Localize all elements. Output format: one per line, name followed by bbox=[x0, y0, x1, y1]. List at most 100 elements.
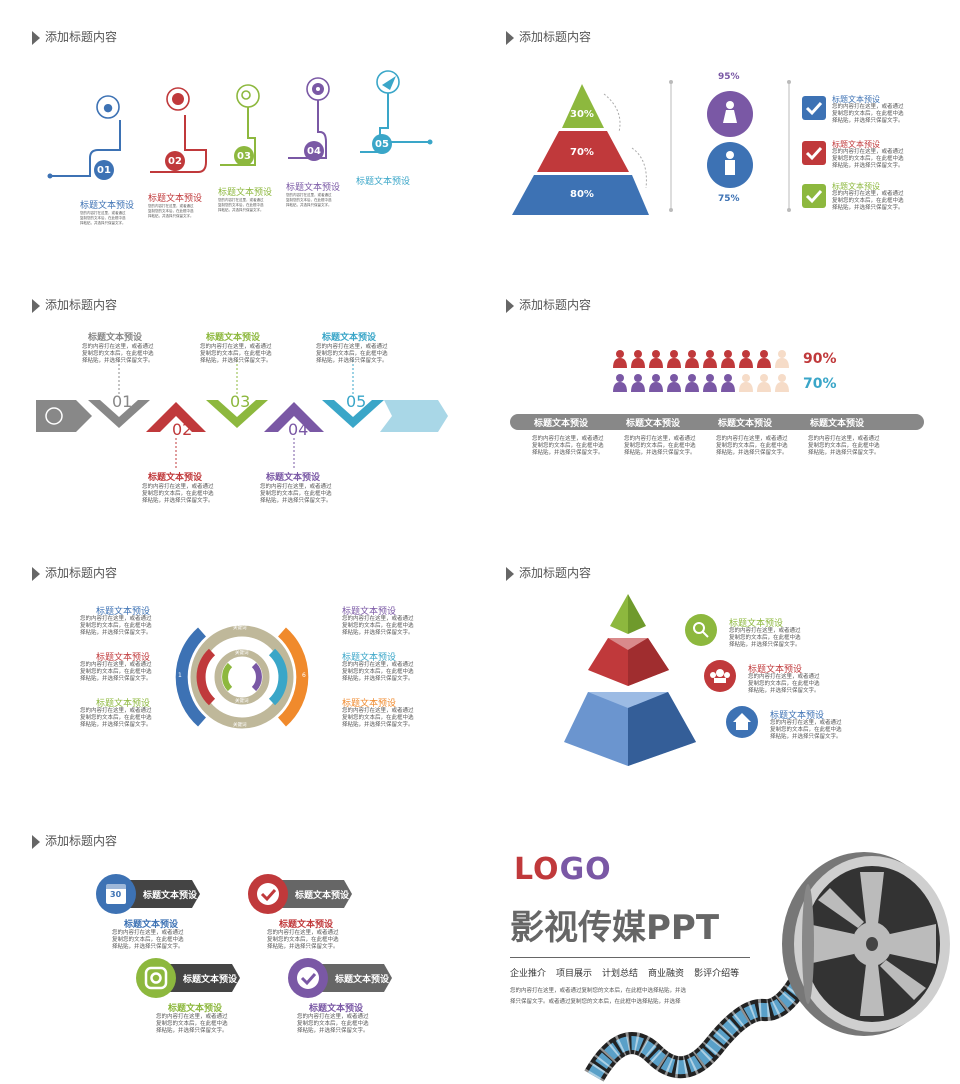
person-icon bbox=[613, 350, 627, 368]
slide-cover[interactable]: LOGO 影视传媒PPT 企业推介 项目展示 计划总结 商业融资 影评介绍等 您… bbox=[504, 814, 960, 1082]
step-number: 03 bbox=[237, 151, 251, 162]
tag-label: 标题文本预设 bbox=[335, 975, 390, 985]
pyramid-3d-graphic bbox=[564, 594, 758, 766]
nav-item[interactable]: 项目展示 bbox=[556, 969, 593, 979]
column-text: 您的内容打在这里，或者通过 复制您的文本后，在此框中选 择粘贴，并选择只保留文字… bbox=[532, 436, 604, 456]
header-text: 添加标题内容 bbox=[519, 566, 592, 580]
slide-timeline[interactable]: 添加标题内容 ● 01 02 03 04 05 标题 bbox=[30, 10, 500, 268]
column-title: 标题文本预设 bbox=[810, 419, 865, 429]
item-title: 标题文本预设 bbox=[124, 920, 179, 930]
slide-3d-pyramid[interactable]: 添加标题内容 标题文本预设 您的内容打在这里，或者通过 复制您的文本后，在此框中… bbox=[504, 546, 960, 804]
item-text: 您的内容打在这里，或者通过 复制您的文本后，在此框中选 择粘贴，并选择只保留文字… bbox=[342, 708, 414, 728]
step-title: 标题文本预设 bbox=[218, 188, 273, 198]
lightbulb-icon bbox=[96, 95, 120, 119]
slide-chevron-process[interactable]: 添加标题内容 01 02 03 04 05 标题文本预设 您的内容打在这里，或者… bbox=[30, 278, 500, 536]
column-text: 您的内容打在这里，或者通过 复制您的文本后，在此框中选 择粘贴，并选择只保留文字… bbox=[624, 436, 696, 456]
ring-keyword: 关键词 bbox=[233, 723, 247, 728]
step-text: 您的内容打在这里，或者通过 复制您的文本后，在此框中选 择粘贴，并选择只保留文字… bbox=[148, 204, 194, 218]
person-icon bbox=[685, 350, 699, 368]
step-text: 您的内容打在这里，或者通过 复制您的文本后，在此框中选 择粘贴，并选择只保留文字… bbox=[260, 484, 332, 504]
item-text: 您的内容打在这里，或者通过 复制您的文本后，在此框中选 择粘贴，并选择只保留文字… bbox=[342, 662, 414, 682]
item-title: 标题文本预设 bbox=[96, 653, 151, 663]
item-title: 标题文本预设 bbox=[96, 607, 151, 617]
person-icon bbox=[757, 350, 771, 368]
step-text: 您的内容打在这里，或者通过 复制您的文本后，在此框中选 择粘贴，并选择只保留文字… bbox=[218, 198, 264, 212]
item-title: 标题文本预设 bbox=[342, 607, 397, 617]
step-title: 标题文本预设 bbox=[80, 201, 135, 211]
item-title: 标题文本预设 bbox=[832, 140, 880, 149]
icon-labels-graphic bbox=[96, 874, 392, 998]
header-text: 添加标题内容 bbox=[45, 834, 118, 848]
header-text: 添加标题内容 bbox=[519, 30, 592, 44]
ring-num: 1 bbox=[178, 672, 182, 679]
checkbox-icon bbox=[802, 141, 826, 165]
header-arrow-icon bbox=[32, 30, 40, 45]
item-title: 标题文本预设 bbox=[309, 1004, 364, 1014]
instagram-icon bbox=[136, 958, 176, 998]
person-icon bbox=[613, 374, 627, 392]
item-title: 标题文本预设 bbox=[770, 711, 825, 721]
nav-item[interactable]: 商业融资 bbox=[648, 969, 685, 979]
person-icon bbox=[775, 374, 789, 392]
percent-label: 90% bbox=[803, 351, 837, 367]
column-title: 标题文本预设 bbox=[718, 419, 773, 429]
step-number: 01 bbox=[112, 392, 133, 411]
calendar-number: 30 bbox=[110, 890, 122, 899]
person-icon bbox=[631, 374, 645, 392]
step-text: 您的内容打在这里，或者通过 复制您的文本后，在此框中选 择粘贴，并选择只保留文字… bbox=[200, 344, 272, 364]
tag-label: 标题文本预设 bbox=[143, 891, 198, 901]
svg-text:●: ● bbox=[103, 101, 113, 114]
header-text: 添加标题内容 bbox=[45, 566, 118, 580]
level-label: 70% bbox=[570, 147, 594, 158]
slide-header: 添加标题内容 bbox=[32, 564, 117, 581]
step-number: 05 bbox=[375, 139, 389, 150]
item-text: 您的内容打在这里，或者通过 复制您的文本后，在此框中选 择粘贴，并选择只保留文字… bbox=[770, 720, 842, 740]
ring-num: 2 bbox=[206, 672, 210, 679]
item-text: 您的内容打在这里，或者通过 复制您的文本后，在此框中选 择粘贴，并选择只保留文字… bbox=[80, 708, 152, 728]
nav-item[interactable]: 计划总结 bbox=[602, 969, 639, 979]
person-icon bbox=[739, 374, 753, 392]
item-text: 您的内容打在这里，或者通过 复制您的文本后，在此框中选 择粘贴，并选择只保留文字… bbox=[267, 930, 339, 950]
slide-pyramid-gender[interactable]: 添加标题内容 30% 70% 80% 95% 75% 标题文本预设 您的内容打在… bbox=[504, 10, 960, 268]
slide-header: 添加标题内容 bbox=[32, 28, 117, 45]
step-title: 标题文本预设 bbox=[88, 333, 143, 343]
item-title: 标题文本预设 bbox=[729, 619, 784, 629]
ring-num: 6 bbox=[302, 672, 306, 679]
person-icon bbox=[667, 350, 681, 368]
item-text: 您的内容打在这里，或者通过 复制您的文本后，在此框中选 择粘贴，并选择只保留文字… bbox=[342, 616, 414, 636]
item-text: 您的内容打在这里，或者通过 复制您的文本后，在此框中选 择粘贴，并选择只保留文字… bbox=[748, 674, 820, 694]
cover-desc-2: 择只保留文字。或者通过复制您的文本后，在此框中选择粘贴，并选择 bbox=[510, 999, 681, 1005]
title-divider bbox=[510, 957, 750, 958]
step-text: 您的内容打在这里，或者通过 复制您的文本后，在此框中选 择粘贴，并选择只保留文字… bbox=[286, 193, 332, 207]
item-title: 标题文本预设 bbox=[96, 699, 151, 709]
female-percent: 95% bbox=[718, 72, 740, 82]
item-text: 您的内容打在这里，或者通过 复制您的文本后，在此框中选 择粘贴，并选择只保留文字… bbox=[80, 662, 152, 682]
step-number: 03 bbox=[230, 392, 251, 411]
step-title: 标题文本预设 bbox=[206, 333, 261, 343]
item-text: 您的内容打在这里，或者通过 复制您的文本后，在此框中选 择粘贴，并选择只保留文字… bbox=[80, 616, 152, 636]
step-text: 您的内容打在这里，或者通过 复制您的文本后，在此框中选 择粘贴，并选择只保留文字… bbox=[80, 211, 126, 225]
header-text: 添加标题内容 bbox=[519, 298, 592, 312]
ring-keyword: 关键词 bbox=[235, 651, 249, 656]
cover-nav: 企业推介 项目展示 计划总结 商业融资 影评介绍等 bbox=[510, 966, 739, 979]
item-text: 您的内容打在这里，或者通过 复制您的文本后，在此框中选 择粘贴，并选择只保留文字… bbox=[156, 1014, 228, 1034]
item-text: 您的内容打在这里，或者通过 复制您的文本后，在此框中选 择粘贴，并选择只保留文字… bbox=[112, 930, 184, 950]
slide-ring-diagram[interactable]: 添加标题内容 1 2 3 4 5 6 关键词 关键词 关键词 关键词 标题文本预… bbox=[30, 546, 500, 804]
ring-num: 3 bbox=[230, 672, 234, 679]
step-title: 标题文本预设 bbox=[322, 333, 377, 343]
header-arrow-icon bbox=[32, 298, 40, 313]
ring-keyword: 关键词 bbox=[233, 626, 247, 631]
column-title: 标题文本预设 bbox=[534, 419, 589, 429]
slide-people-percent[interactable]: 添加标题内容 90% 70% 标题文本预设 标题文本预设 标题文本预设 标题文本… bbox=[504, 278, 960, 536]
pyramid-graphic bbox=[512, 80, 826, 215]
people-icon-grid bbox=[510, 350, 924, 430]
globe-icon bbox=[45, 407, 63, 425]
percent-label: 70% bbox=[803, 376, 837, 392]
nav-item[interactable]: 影评介绍等 bbox=[694, 969, 740, 979]
slide-icon-labels[interactable]: 添加标题内容 30 标题文本预设 标题文本预设 标题文本预设 标题文本预设 标题… bbox=[30, 814, 500, 1072]
header-arrow-icon bbox=[32, 834, 40, 849]
item-title: 标题文本预设 bbox=[168, 1004, 223, 1014]
nav-item[interactable]: 企业推介 bbox=[510, 969, 547, 979]
ring-keyword: 关键词 bbox=[235, 699, 249, 704]
step-number: 05 bbox=[346, 392, 367, 411]
